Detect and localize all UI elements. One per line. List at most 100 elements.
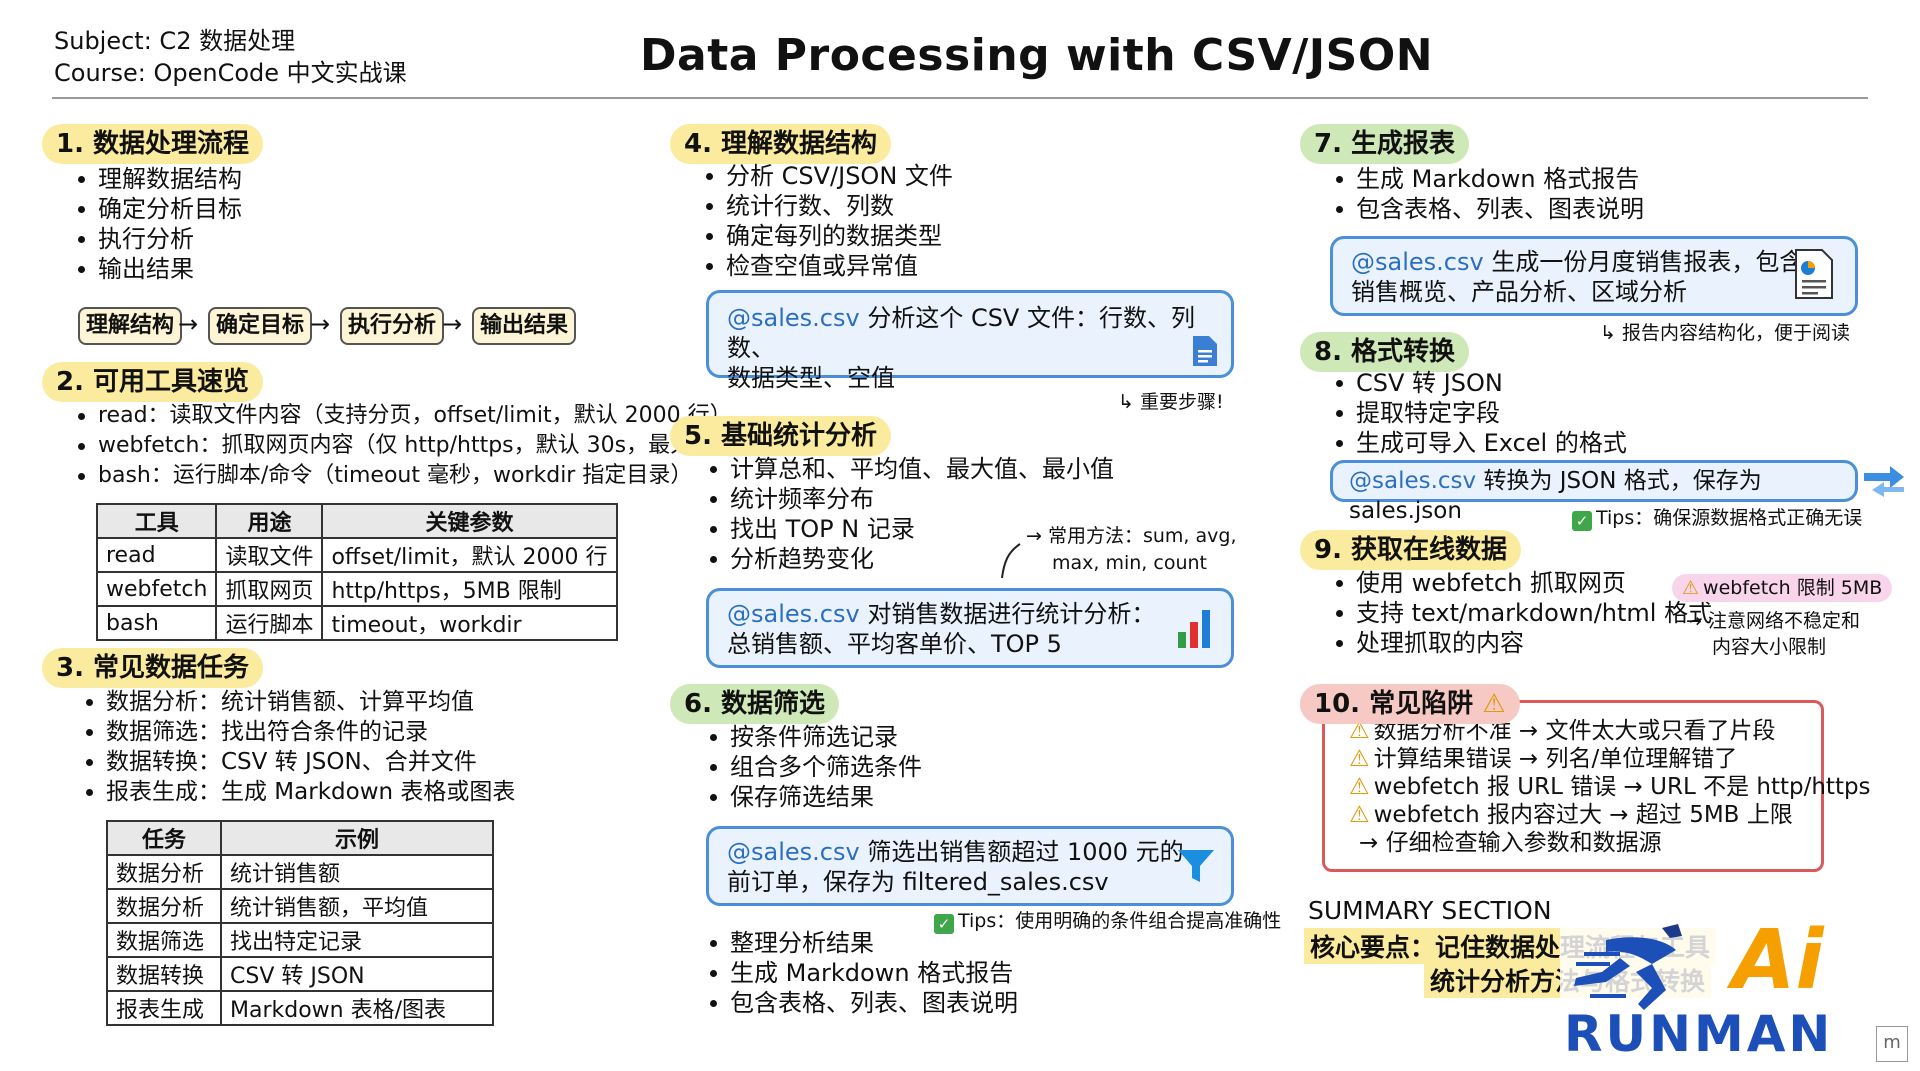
list-item: 统计频率分布 — [706, 484, 1114, 514]
list-item: 确定每列的数据类型 — [702, 221, 953, 251]
file-tag: @sales.csv — [1349, 468, 1477, 494]
table-row: 数据转换 CSV 转 JSON — [106, 956, 494, 992]
section-8-heading: 8. 格式转换 — [1300, 332, 1470, 372]
section-7-callout: @sales.csv 生成一份月度销售报表，包含 销售概览、产品分析、区域分析 — [1330, 236, 1858, 316]
pitfall-text: webfetch 报 URL 错误 → URL 不是 http/https — [1373, 774, 1871, 800]
list-item: bash：运行脚本/命令（timeout 毫秒，workdir 指定目录） — [74, 461, 775, 491]
list-item: 生成 Markdown 格式报告 — [1332, 164, 1644, 194]
table-cell: offset/limit，默认 2000 行 — [321, 537, 618, 573]
section-2-heading: 2. 可用工具速览 — [42, 362, 264, 402]
summary-title: SUMMARY SECTION — [1308, 896, 1552, 925]
list-item: 生成可导入 Excel 的格式 — [1332, 428, 1627, 458]
list-item: 数据转换：CSV 转 JSON、合并文件 — [82, 747, 515, 777]
section-3-heading: 3. 常见数据任务 — [42, 648, 264, 688]
file-tag: @sales.csv — [727, 838, 860, 866]
section-10-box: ⚠数据分析不准 → 文件太大或只看了片段 ⚠计算结果错误 → 列名/单位理解错了… — [1322, 700, 1871, 872]
file-tag: @sales.csv — [727, 304, 860, 332]
section-9-heading: 9. 获取在线数据 — [1300, 530, 1522, 570]
flow-arrow-icon: → — [442, 310, 463, 338]
table-cell: http/https，5MB 限制 — [321, 571, 618, 607]
table-row: 数据分析 统计销售额，平均值 — [106, 888, 494, 924]
bar-chart-icon — [1178, 610, 1210, 648]
section-8-list: CSV 转 JSON 提取特定字段 生成可导入 Excel 的格式 — [1332, 368, 1627, 458]
section-9-list: 使用 webfetch 抓取网页 支持 text/markdown/html 格… — [1332, 568, 1712, 658]
table-cell: Markdown 表格/图表 — [220, 990, 494, 1026]
arrow-icon: → — [1686, 610, 1708, 632]
note-text: 内容大小限制 — [1712, 636, 1827, 658]
table-cell: 数据转换 — [106, 956, 222, 992]
list-item: CSV 转 JSON — [1332, 368, 1627, 398]
note-text: 报告内容结构化，便于阅读 — [1621, 322, 1850, 344]
badge-text: webfetch 限制 5MB — [1703, 577, 1883, 599]
warning-icon: ⚠ — [1349, 774, 1370, 800]
list-item: 数据筛选：找出符合条件的记录 — [82, 717, 515, 747]
section-6-tips: ✓Tips：使用明确的条件组合提高准确性 — [934, 909, 1281, 934]
filter-icon — [1178, 850, 1214, 882]
list-item: read：读取文件内容（支持分页，offset/limit，默认 2000 行） — [74, 401, 775, 431]
section-6-list-2: 整理分析结果 生成 Markdown 格式报告 包含表格、列表、图表说明 — [706, 928, 1018, 1018]
note-text: max, min, count — [1052, 552, 1207, 574]
list-item: 分析趋势变化 — [706, 544, 1114, 574]
page-title: Data Processing with CSV/JSON — [640, 30, 1434, 81]
callout-text: 筛选出销售额超过 1000 元的 — [859, 838, 1184, 866]
table-cell: read — [95, 537, 218, 573]
list-item: 包含表格、列表、图表说明 — [706, 988, 1018, 1018]
table-cell: 统计销售额 — [220, 854, 494, 890]
warning-icon: ⚠ — [1349, 718, 1370, 744]
callout-text: 分析这个 CSV 文件：行数、列数、 — [727, 304, 1195, 362]
return-arrow-icon: ↳ — [1118, 391, 1140, 413]
section-5-heading: 5. 基础统计分析 — [670, 416, 892, 456]
list-item: 生成 Markdown 格式报告 — [706, 958, 1018, 988]
callout-text: 转换为 JSON 格式，保存为 sales.json — [1349, 468, 1762, 524]
list-item: 数据分析：统计销售额、计算平均值 — [82, 687, 515, 717]
list-item: 输出结果 — [74, 254, 242, 284]
section-8-tips: ✓Tips：确保源数据格式正确无误 — [1572, 506, 1862, 531]
note-text: 常用方法：sum, avg, — [1047, 525, 1237, 547]
checkmark-icon: ✓ — [1572, 511, 1592, 531]
callout-text: 数据类型、空值 — [727, 364, 895, 392]
table-cell: 数据分析 — [106, 888, 222, 924]
section-1-heading: 1. 数据处理流程 — [42, 124, 264, 164]
list-item: webfetch：抓取网页内容（仅 http/https，默认 30s，最大 1… — [74, 431, 775, 461]
tools-table: 工具 用途 关键参数 read 读取文件 offset/limit，默认 200… — [95, 503, 618, 641]
curved-pointer-icon — [1001, 543, 1021, 579]
warning-icon: ⚠ — [1349, 746, 1370, 772]
checkmark-icon: ✓ — [934, 914, 954, 934]
file-tag: @sales.csv — [1351, 248, 1484, 276]
section-6-callout: @sales.csv 筛选出销售额超过 1000 元的 前订单，保存为 filt… — [706, 826, 1234, 906]
list-item: 确定分析目标 — [74, 194, 242, 224]
logo-runman-text: RUNMAN — [1564, 1005, 1834, 1063]
section-7-heading: 7. 生成报表 — [1300, 124, 1470, 164]
list-item: 包含表格、列表、图表说明 — [1332, 194, 1644, 224]
document-icon — [1193, 336, 1217, 366]
section-6-list: 按条件筛选记录 组合多个筛选条件 保存筛选结果 — [706, 722, 922, 812]
warning-icon: ⚠ — [1682, 577, 1700, 599]
tips-text: Tips：确保源数据格式正确无误 — [1596, 507, 1863, 529]
section-5-callout: @sales.csv 对销售数据进行统计分析： 总销售额、平均客单价、TOP 5 — [706, 588, 1234, 668]
section-2-list: read：读取文件内容（支持分页，offset/limit，默认 2000 行）… — [74, 401, 775, 491]
section-5-note: → 常用方法：sum, avg, max, min, count — [1026, 523, 1237, 577]
tasks-table: 任务 示例 数据分析 统计销售额 数据分析 统计销售额，平均值 数据筛选 找出特… — [106, 820, 494, 1026]
header-divider — [52, 97, 1868, 99]
report-document-icon — [1795, 249, 1833, 299]
table-cell: 数据筛选 — [106, 922, 222, 958]
table-header-row: 任务 示例 — [106, 820, 494, 856]
section-1-list: 理解数据结构 确定分析目标 执行分析 输出结果 — [74, 164, 242, 284]
table-cell: 数据分析 — [106, 854, 222, 890]
note-text: 重要步骤! — [1139, 391, 1224, 413]
logo-ai-text: Ai — [1732, 913, 1824, 1008]
list-item: 使用 webfetch 抓取网页 — [1332, 568, 1712, 598]
list-item: 统计行数、列数 — [702, 191, 953, 221]
flow-arrow-icon: → — [310, 310, 331, 338]
list-item: 找出 TOP N 记录 — [706, 514, 1114, 544]
section-4-callout: @sales.csv 分析这个 CSV 文件：行数、列数、 数据类型、空值 — [706, 290, 1234, 392]
list-item: 理解数据结构 — [74, 164, 242, 194]
table-cell: webfetch — [95, 571, 218, 607]
section-8-callout: @sales.csv 转换为 JSON 格式，保存为 sales.json — [1330, 460, 1858, 524]
list-item: 组合多个筛选条件 — [706, 752, 922, 782]
table-cell: CSV 转 JSON — [220, 956, 494, 992]
webfetch-limit-badge: ⚠webfetch 限制 5MB — [1672, 574, 1893, 602]
table-row: 数据分析 统计销售额 — [106, 854, 494, 890]
callout-text: 生成一份月度销售报表，包含 — [1483, 248, 1804, 276]
callout-text: 销售概览、产品分析、区域分析 — [1351, 278, 1687, 306]
